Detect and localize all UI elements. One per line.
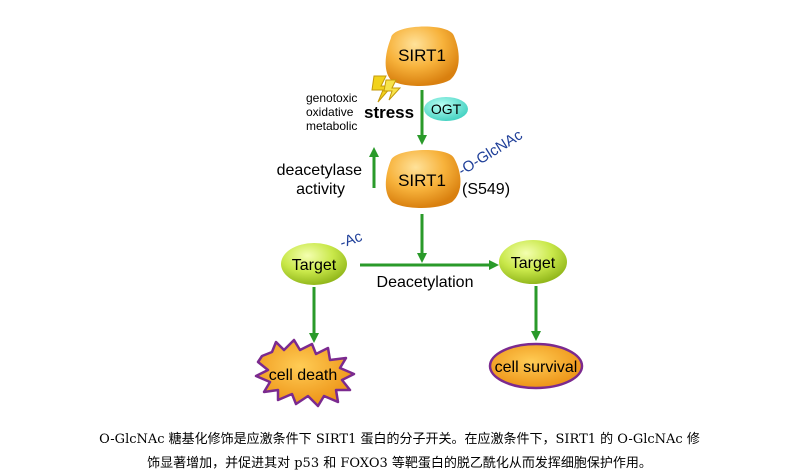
sirt1-pathway-diagram: SIRT1 genotoxic oxidative metabolic stre… xyxy=(254,26,584,408)
olcnac-label: -O-GlcNAc xyxy=(455,126,526,179)
sirt1-top-node: SIRT1 xyxy=(385,26,459,86)
deacetylase-label-line1: deacetylase xyxy=(277,162,362,179)
cell-death-node: cell death xyxy=(254,338,356,408)
lightning-icon xyxy=(371,75,402,103)
cell-survival-label: cell survival xyxy=(495,359,578,376)
deacetylation-label: Deacetylation xyxy=(377,274,474,291)
cell-death-burst-shape xyxy=(254,338,356,408)
stress-type-metabolic: metabolic xyxy=(306,119,357,133)
ogt-label: OGT xyxy=(431,101,462,117)
sirt1-modified-shape xyxy=(385,149,461,208)
target-right-label: Target xyxy=(511,255,556,272)
target-left-node: Target xyxy=(281,243,347,285)
figure-caption-line1: O-GlcNAc 糖基化修饰是应激条件下 SIRT1 蛋白的分子开关。在应激条件… xyxy=(99,432,700,447)
cell-death-label: cell death xyxy=(269,367,338,384)
target-right-node: Target xyxy=(499,240,567,284)
cell-survival-node: cell survival xyxy=(488,342,584,390)
sirt1-modified-node: SIRT1 xyxy=(385,149,461,208)
deacetylase-label-line2: activity xyxy=(296,181,345,198)
ogt-node: OGT xyxy=(424,97,468,121)
figure-caption-line2: 饰显著增加，并促进其对 p53 和 FOXO3 等靶蛋白的脱乙酰化从而发挥细胞保… xyxy=(147,456,652,471)
site-label: (S549) xyxy=(462,181,510,198)
stress-type-genotoxic: genotoxic xyxy=(306,91,357,105)
stress-label: stress xyxy=(364,103,414,122)
ac-label: -Ac xyxy=(338,228,365,252)
sirt1-top-label: SIRT1 xyxy=(398,46,446,65)
target-left-label: Target xyxy=(292,257,337,274)
sirt1-top-shape xyxy=(385,26,459,86)
sirt1-modified-label: SIRT1 xyxy=(398,171,446,190)
stress-type-oxidative: oxidative xyxy=(306,105,354,119)
